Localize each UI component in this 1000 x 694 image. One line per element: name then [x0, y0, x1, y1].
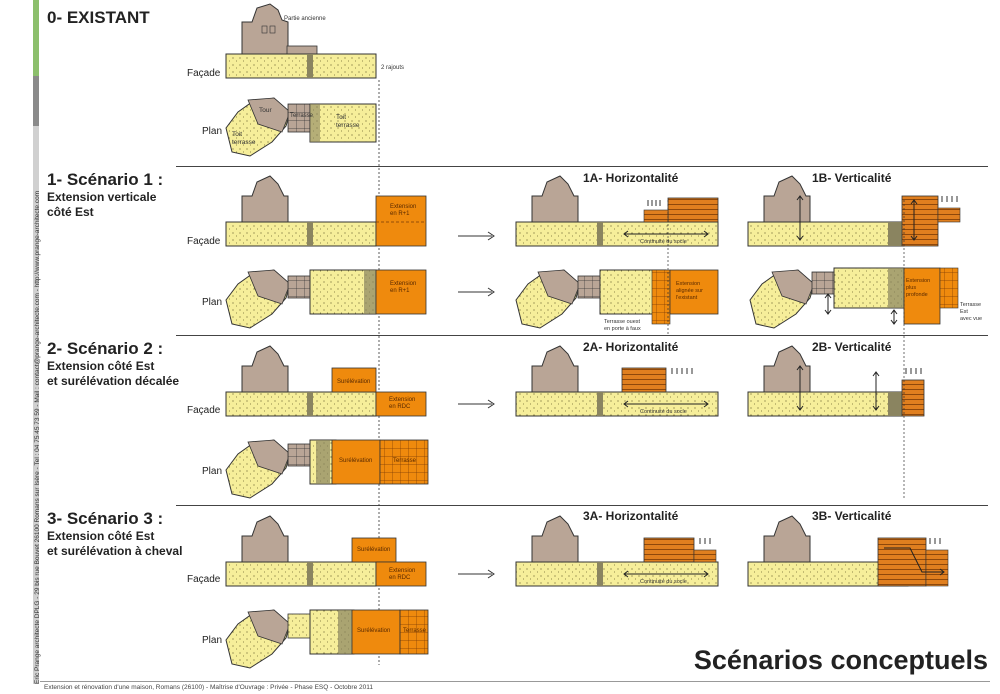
- row-label-plan-3: Plan: [202, 635, 223, 646]
- s1-plan: Extension en R+1: [225, 269, 427, 329]
- label-ext-profonde-c: profonde: [906, 292, 928, 298]
- variant-1a-plan: Extension alignée sur l'existant Terrass…: [515, 269, 719, 332]
- label-surelevation-3: Surélévation: [357, 547, 390, 553]
- label-surelevation-3-plan: Surélévation: [357, 628, 390, 634]
- row-label-facade-2: Façade: [187, 405, 221, 416]
- label-terrasse-2-plan: Terrasse: [393, 458, 417, 464]
- label-ext-r1-plan-b: en R+1: [390, 288, 410, 294]
- label-tour: Tour: [259, 107, 272, 114]
- s3-plan: Surélévation Terrasse: [225, 609, 429, 669]
- variant-3b-title: 3B- Verticalité: [812, 509, 892, 523]
- variant-2b-title: 2B- Verticalité: [812, 340, 892, 354]
- label-toit-terrasse-1: Toit: [232, 131, 242, 138]
- label-terrasse-ouest-b: en porte à faux: [604, 326, 641, 332]
- footer-text: Extension et rénovation d'une maison, Ro…: [44, 684, 373, 691]
- section-1-subtitle: Extension verticale côté Est: [47, 190, 156, 220]
- label-terrasse-est-b: Est: [960, 309, 968, 315]
- label-ext-alignee-c: l'existant: [676, 295, 698, 301]
- variant-1b-facade: [747, 175, 961, 247]
- label-ext-rdc-3: Extension: [389, 568, 415, 574]
- s2-facade: Surélévation Extension en RDC: [225, 345, 427, 417]
- section-2-subtitle-line2: et surélévation décalée: [47, 374, 180, 388]
- section-1-subtitle-line1: Extension verticale: [47, 190, 157, 204]
- row-label-facade-1: Façade: [187, 236, 221, 247]
- label-ext-alignee-b: alignée sur: [676, 288, 703, 294]
- variant-3a-facade: Continuité du socle: [515, 515, 719, 587]
- variant-1a-title: 1A- Horizontalité: [583, 171, 679, 185]
- s1-facade: Extension en R+1: [225, 175, 427, 247]
- arrow-right-icon: [458, 569, 495, 579]
- section-3-title: 3- Scénario 3 :: [47, 509, 164, 528]
- page-title: Scénarios conceptuels: [693, 645, 988, 675]
- existing-facade: Partie ancienne 2 rajouts: [225, 3, 404, 79]
- label-terrasse-est-c: avec vue: [960, 316, 982, 322]
- label-ext-rdc-3b: en RDC: [389, 575, 411, 581]
- label-surelevation-2: Surélévation: [337, 379, 370, 385]
- label-continuite-3a: Continuité du socle: [640, 579, 687, 585]
- arrow-right-icon: [458, 287, 495, 297]
- existing-plan: Tour Terrasse Toit terrasse Toit terrass…: [225, 97, 377, 157]
- label-ext-rdc-2b: en RDC: [389, 404, 411, 410]
- label-continuite-1a: Continuité du socle: [640, 239, 687, 245]
- sidebar: Eric Prange architecte DPLG - 29 bis rue…: [0, 0, 41, 684]
- label-continuite-2a: Continuité du socle: [640, 409, 687, 415]
- footer-divider: [40, 681, 990, 682]
- divider-1: [176, 166, 988, 167]
- variant-2a-title: 2A- Horizontalité: [583, 340, 679, 354]
- section-1-title: 1- Scénario 1 :: [47, 170, 164, 189]
- label-surelevation-2-plan: Surélévation: [339, 458, 372, 464]
- row-label-facade-0: Façade: [187, 68, 221, 79]
- label-ext-rdc-2: Extension: [389, 397, 415, 403]
- row-label-plan-1: Plan: [202, 297, 223, 308]
- label-terrasse-est: Terrasse: [960, 302, 981, 308]
- sidebar-band-gray: [33, 76, 39, 126]
- row-label-facade-3: Façade: [187, 574, 221, 585]
- label-ext-r1-facade: Extension: [390, 204, 416, 210]
- sidebar-band-green: [33, 0, 39, 76]
- label-toit-terrasse-1b: terrasse: [232, 139, 256, 146]
- label-ext-profonde: Extension: [906, 278, 930, 284]
- variant-2b-facade: [747, 345, 925, 417]
- section-2-subtitle: Extension côté Est et surélévation décal…: [47, 359, 179, 389]
- label-ext-r1-plan: Extension: [390, 281, 416, 287]
- section-0-title: 0- EXISTANT: [47, 8, 150, 27]
- row-label-plan-2: Plan: [202, 466, 223, 477]
- section-2-subtitle-line1: Extension côté Est: [47, 359, 155, 373]
- label-ext-profonde-b: plus: [906, 285, 916, 291]
- arrow-right-icon: [458, 231, 495, 241]
- label-terrasse: Terrasse: [290, 113, 314, 119]
- sidebar-band-light: [33, 126, 39, 684]
- label-ext-r1-facade-b: en R+1: [390, 211, 410, 217]
- divider-2: [176, 335, 988, 336]
- label-toit-terrasse-2: Toit: [336, 114, 346, 121]
- divider-3: [176, 505, 988, 506]
- variant-1b-plan: Extension plus profonde Terrasse Est ave…: [749, 267, 982, 329]
- section-3-subtitle-line2: et surélévation à cheval: [47, 544, 183, 558]
- section-3-subtitle-line1: Extension côté Est: [47, 529, 155, 543]
- label-terrasse-ouest: Terrasse ouest: [604, 319, 641, 325]
- label-toit-terrasse-2b: terrasse: [336, 122, 360, 129]
- variant-2a-facade: Continuité du socle: [515, 345, 719, 417]
- s3-facade: Surélévation Extension en RDC: [225, 515, 427, 587]
- variant-3b-facade: [747, 515, 949, 587]
- arrow-right-icon: [458, 399, 495, 409]
- label-partie-ancienne: Partie ancienne: [284, 16, 326, 22]
- s2-plan: Surélévation Terrasse: [225, 439, 429, 499]
- variant-1b-title: 1B- Verticalité: [812, 171, 892, 185]
- variant-1a-facade: Continuité du socle: [515, 175, 719, 247]
- label-ext-alignee: Extension: [676, 281, 700, 287]
- section-3-subtitle: Extension côté Est et surélévation à che…: [47, 529, 182, 559]
- section-1-subtitle-line2: côté Est: [47, 205, 94, 219]
- variant-3a-title: 3A- Horizontalité: [583, 509, 679, 523]
- section-2-title: 2- Scénario 2 :: [47, 339, 164, 358]
- label-terrasse-3-plan: Terrasse: [403, 628, 427, 634]
- row-label-plan-0: Plan: [202, 126, 223, 137]
- label-rajouts: 2 rajouts: [381, 65, 404, 71]
